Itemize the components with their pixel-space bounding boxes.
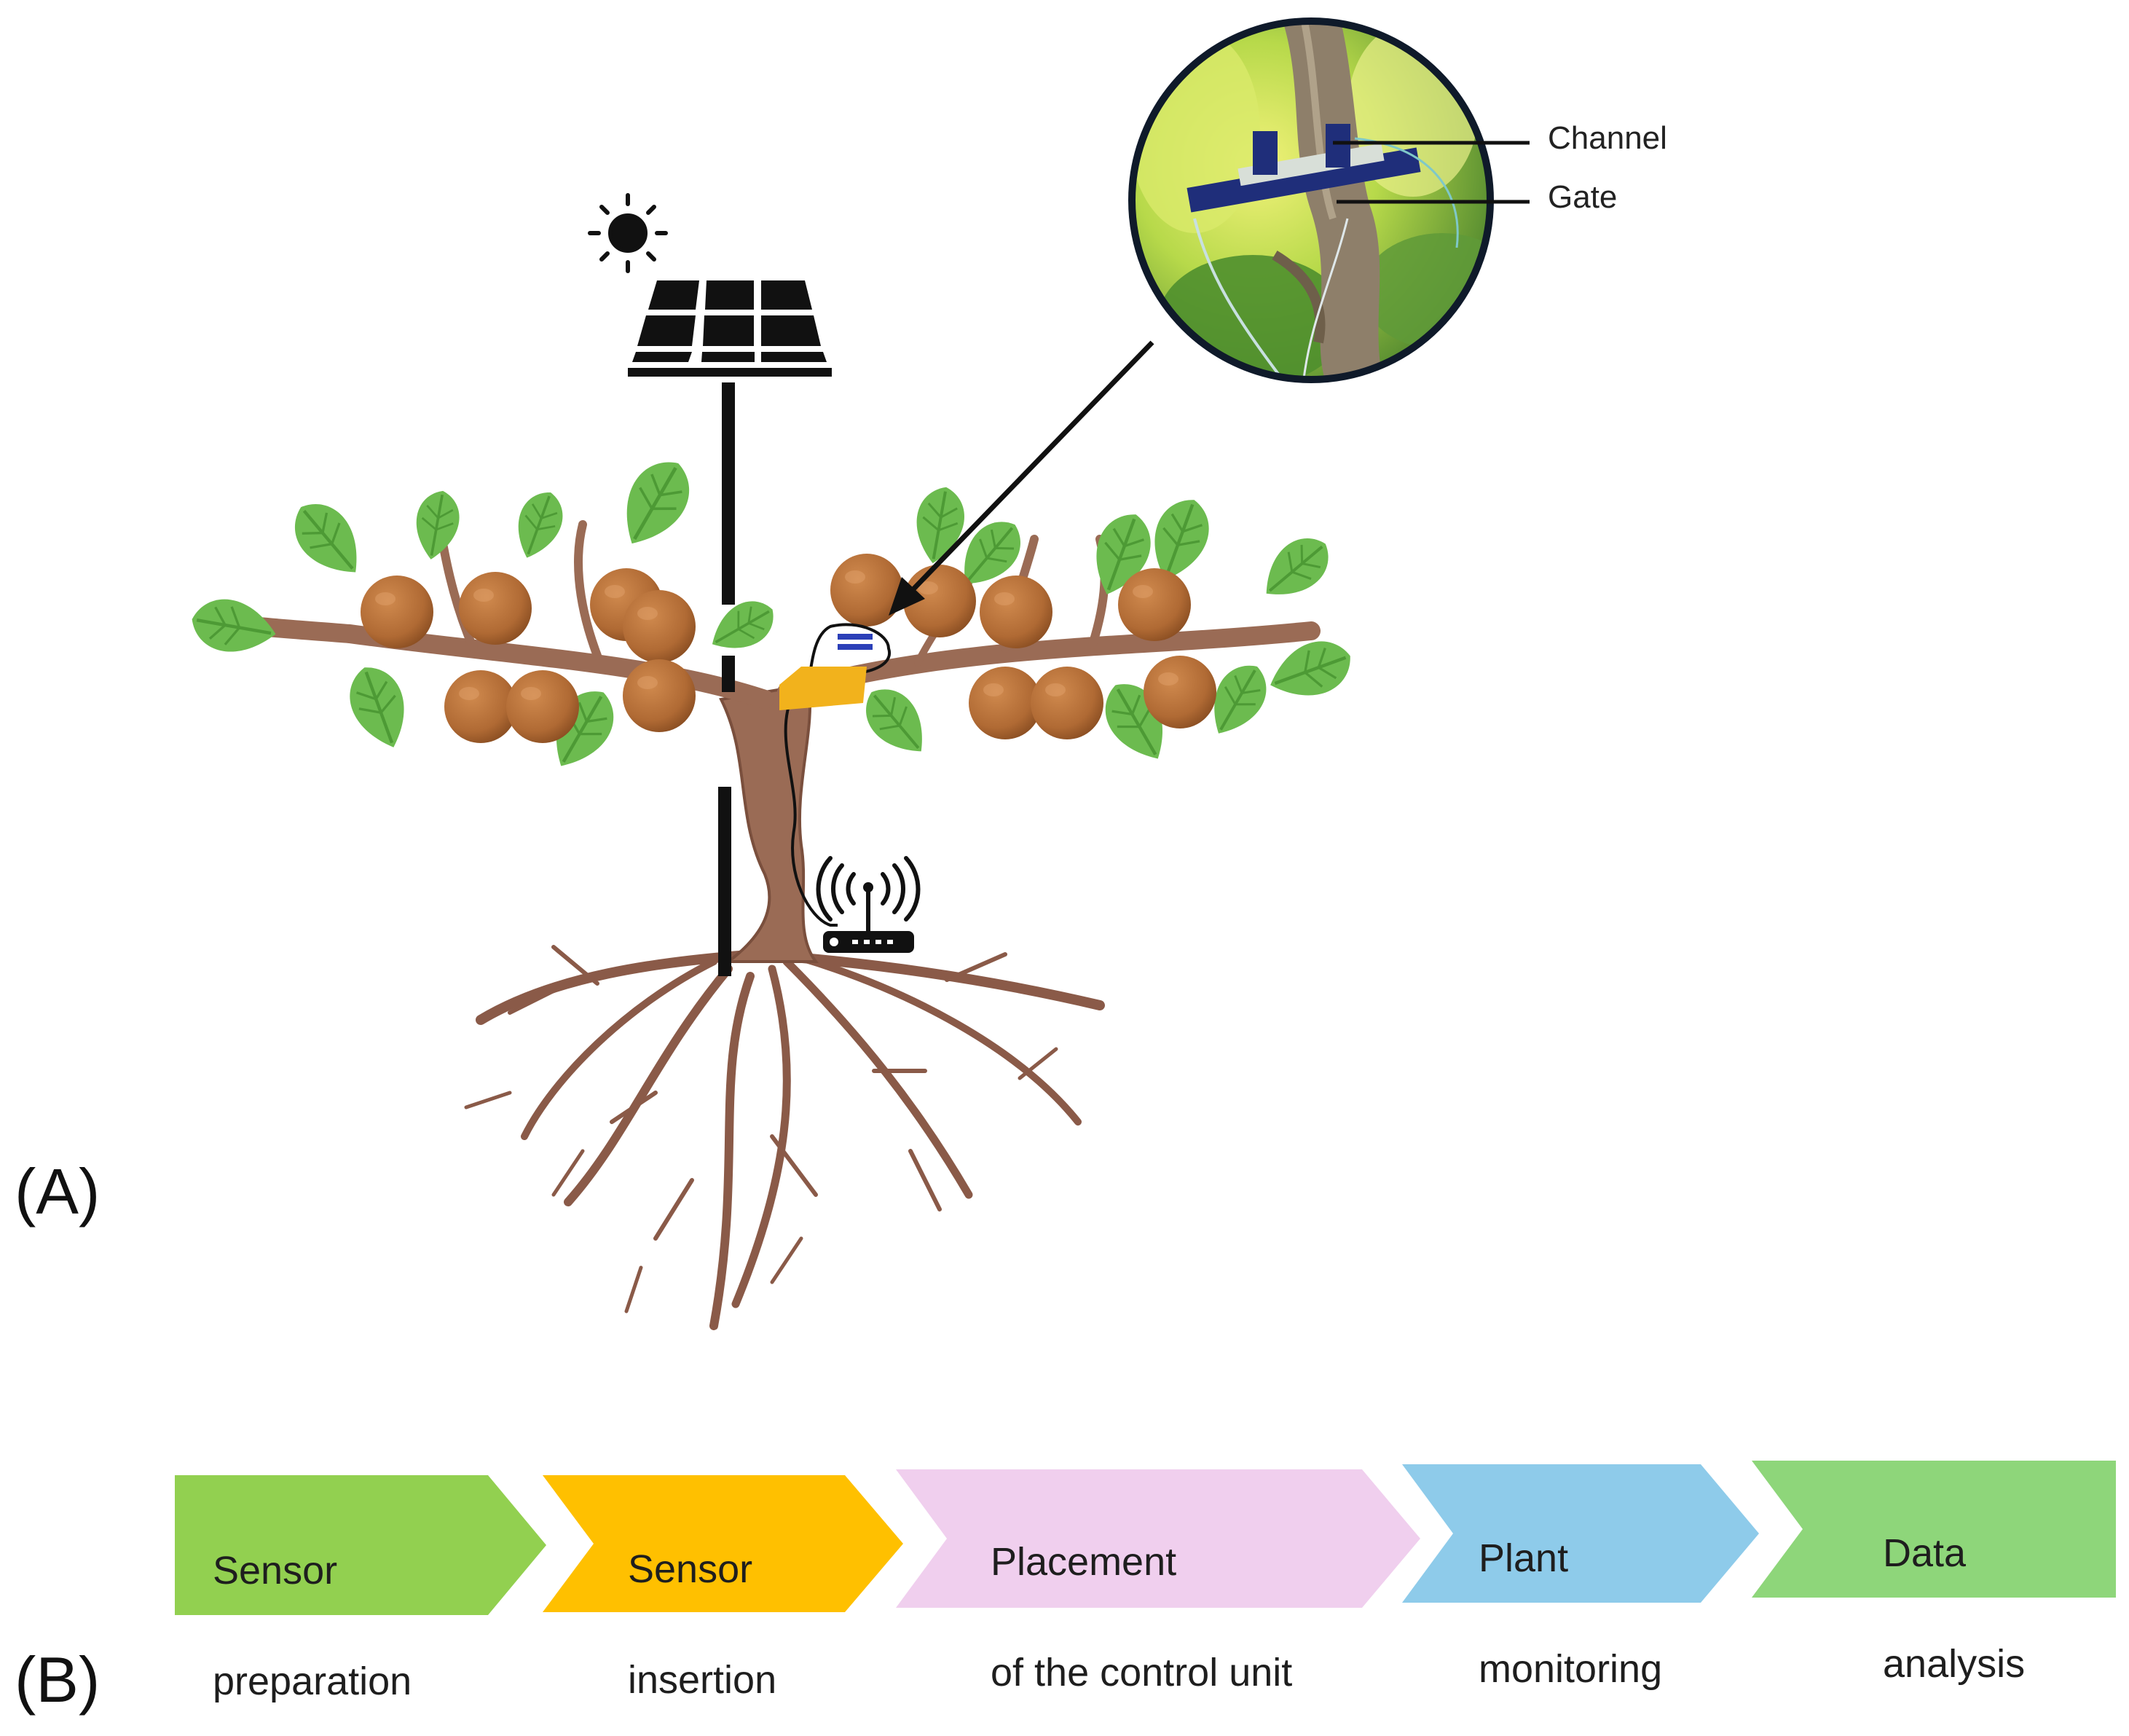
step-line1: Plant <box>1479 1536 1569 1580</box>
callout-lines <box>1333 141 1530 204</box>
step-sensor-insertion: Sensor insertion <box>628 1486 776 1708</box>
chevron-step-4 <box>1402 1464 1759 1603</box>
solar-panel-icon <box>628 280 832 377</box>
tree-roots <box>464 945 1105 1330</box>
chevron-step-2 <box>543 1475 903 1612</box>
step-data-analysis: Data analysis <box>1883 1470 2025 1692</box>
chevron-step-1 <box>175 1475 546 1615</box>
step-line2: of the control unit <box>991 1651 1293 1694</box>
step-line1: Sensor <box>628 1547 753 1591</box>
step-line2: monitoring <box>1479 1647 1663 1691</box>
control-unit <box>779 634 873 710</box>
solar-pole <box>718 382 735 976</box>
channel-label: Channel <box>1548 120 1667 156</box>
step-sensor-preparation: Sensor preparation <box>213 1488 412 1709</box>
process-flow <box>175 1461 2116 1615</box>
chevron-step-5 <box>1752 1461 2116 1598</box>
step-line2: analysis <box>1883 1642 2026 1686</box>
step-line1: Sensor <box>213 1549 338 1592</box>
callout-arrow <box>889 340 1154 616</box>
step-line2: preparation <box>213 1660 412 1703</box>
step-placement-control-unit: Placement of the control unit <box>991 1479 1292 1700</box>
sensor-wire <box>784 691 838 927</box>
step-plant-monitoring: Plant monitoring <box>1479 1475 1662 1697</box>
chevron-step-3 <box>896 1469 1420 1608</box>
step-line1: Data <box>1883 1531 1967 1575</box>
gate-label: Gate <box>1548 179 1618 215</box>
step-line2: insertion <box>628 1658 777 1702</box>
panel-b-label: (B) <box>15 1643 101 1716</box>
sun-icon <box>588 193 668 273</box>
step-line1: Placement <box>991 1540 1177 1584</box>
wifi-router-icon <box>816 856 921 953</box>
panel-a-label: (A) <box>15 1155 101 1228</box>
tree-trunk <box>719 683 819 963</box>
